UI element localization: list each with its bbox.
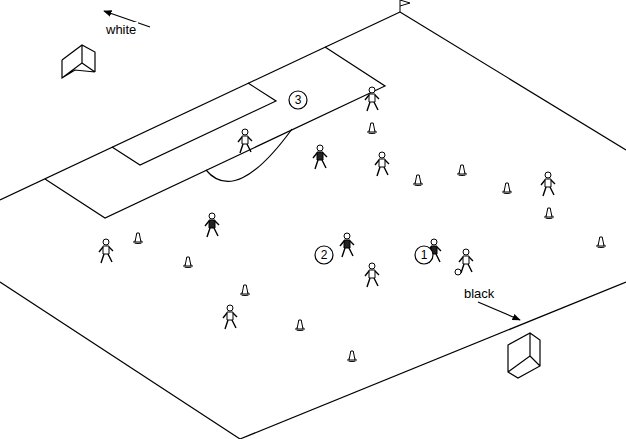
cone <box>414 175 423 186</box>
cone <box>545 208 554 219</box>
field-end-line <box>240 282 626 439</box>
goal-area <box>112 83 276 165</box>
white-goal <box>62 45 95 78</box>
far-sideline <box>400 12 626 150</box>
callout-circle: 2 <box>314 245 334 265</box>
cone <box>503 183 512 194</box>
cone <box>296 320 305 331</box>
callout-circle-outline <box>415 246 433 264</box>
corner-flag <box>400 0 410 12</box>
cone <box>348 351 357 362</box>
white-player <box>223 305 237 329</box>
black-player <box>313 145 327 169</box>
cone <box>134 233 143 244</box>
callout-circle: 3 <box>288 90 308 110</box>
black-player <box>205 213 219 237</box>
white-player <box>459 249 473 273</box>
goal-line <box>0 12 400 200</box>
cone <box>458 165 467 176</box>
penalty-area <box>45 47 385 218</box>
white-player <box>99 239 113 263</box>
callout-number: 3 <box>295 93 302 107</box>
cone <box>184 257 193 268</box>
black-player <box>340 233 354 257</box>
ball <box>455 269 461 275</box>
callout-number: 2 <box>321 248 328 262</box>
white-player <box>238 129 252 153</box>
white-player <box>365 87 379 111</box>
callout-number: 1 <box>421 248 428 262</box>
white-player <box>375 152 389 176</box>
black-direction-arrow <box>478 302 520 320</box>
cone <box>241 285 250 296</box>
cone <box>597 237 606 248</box>
penalty-arc <box>206 129 292 181</box>
white-player <box>541 172 555 196</box>
black-goal <box>508 333 540 378</box>
direction-label: white <box>104 22 138 37</box>
cone <box>368 123 377 134</box>
callout-circle: 1 <box>414 245 434 265</box>
callout-circle-outline <box>315 246 333 264</box>
white-player <box>365 263 379 287</box>
near-sideline <box>0 282 240 439</box>
direction-label: black <box>462 286 496 301</box>
callout-circle-outline <box>289 91 307 109</box>
